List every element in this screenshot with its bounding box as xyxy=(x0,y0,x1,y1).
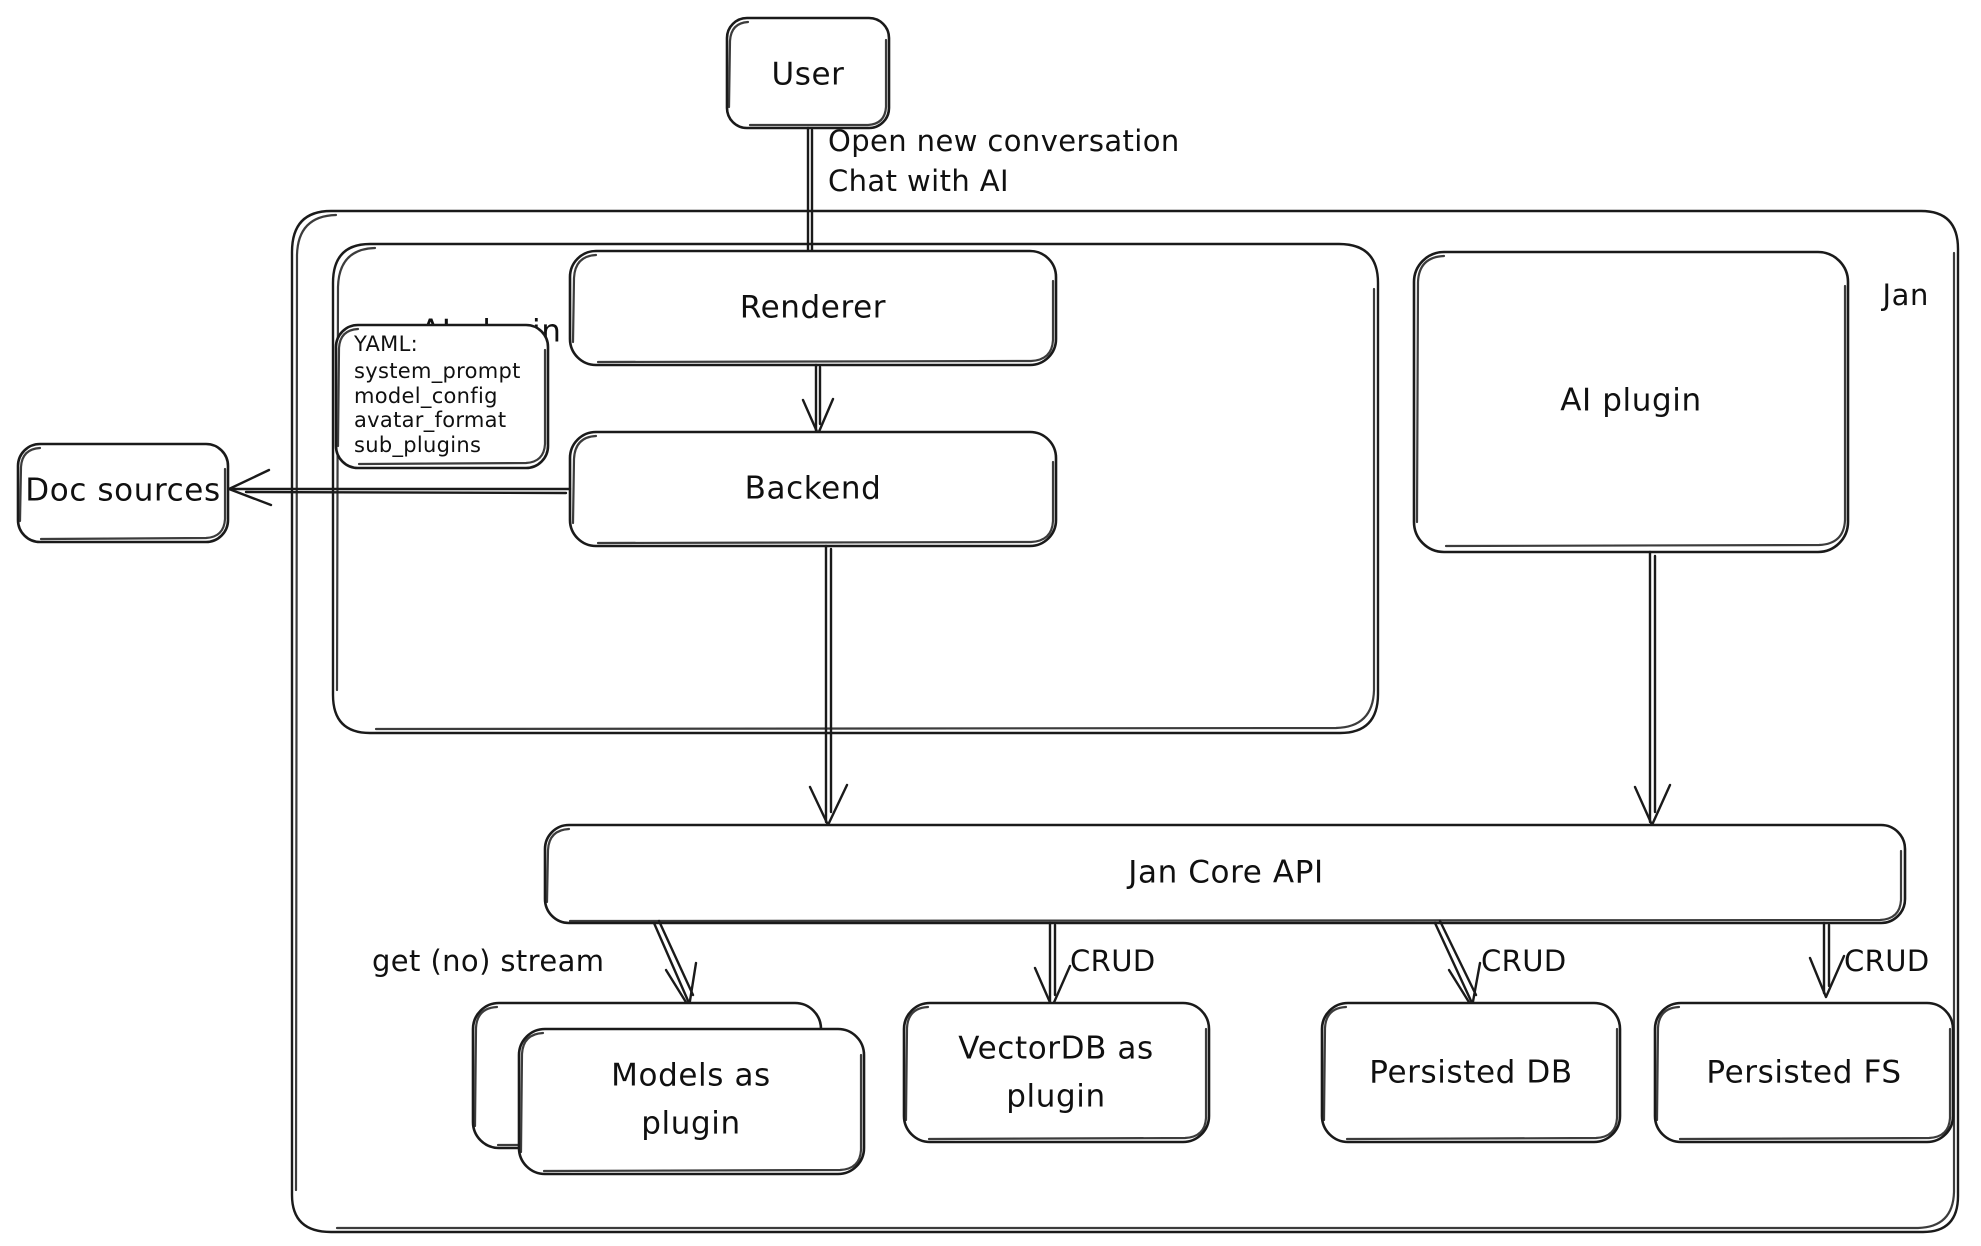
node-persisted-fs[interactable]: Persisted FS xyxy=(1653,1001,1955,1144)
edge-core-to-persisted-fs: CRUD xyxy=(1808,921,1930,999)
edge-label-user-line1: Open new conversation xyxy=(828,124,1180,158)
edge-label-crud-vectordb: CRUD xyxy=(1070,944,1156,978)
node-label-user: User xyxy=(771,57,844,93)
node-doc-sources[interactable]: Doc sources xyxy=(16,442,230,544)
node-label-models-as-plugin-line1: Models as xyxy=(611,1058,771,1094)
node-label-persisted-db: Persisted DB xyxy=(1369,1055,1572,1091)
cluster-jan: Jan xyxy=(290,209,1960,1234)
yaml-item-0: system_prompt xyxy=(354,359,521,384)
node-yaml-config[interactable]: YAML: system_prompt model_config avatar_… xyxy=(334,323,550,470)
edge-label-crud-persisted-db: CRUD xyxy=(1481,944,1567,978)
node-label-ai-plugin-right: AI plugin xyxy=(1560,383,1701,419)
edge-label-user-line2: Chat with AI xyxy=(828,164,1009,198)
node-user[interactable]: User xyxy=(725,16,891,130)
node-backend[interactable]: Backend xyxy=(568,430,1058,548)
node-renderer[interactable]: Renderer xyxy=(568,249,1058,367)
edge-core-to-persisted-db: CRUD xyxy=(1433,919,1567,1009)
node-jan-core-api[interactable]: Jan Core API xyxy=(543,823,1907,925)
edge-core-to-models: get (no) stream xyxy=(372,919,698,1009)
edge-core-to-vectordb: CRUD xyxy=(1033,921,1156,1009)
node-label-backend: Backend xyxy=(745,471,882,507)
edge-renderer-to-backend xyxy=(801,363,835,436)
node-label-renderer: Renderer xyxy=(740,290,886,326)
edge-backend-to-doc-sources xyxy=(227,468,572,507)
yaml-item-1: model_config xyxy=(354,384,498,409)
node-models-as-plugin[interactable]: Models as plugin xyxy=(471,1001,866,1176)
node-vectordb-as-plugin[interactable]: VectorDB as plugin xyxy=(902,1001,1211,1144)
node-persisted-db[interactable]: Persisted DB xyxy=(1320,1001,1622,1144)
cluster-label-jan: Jan xyxy=(1880,278,1929,312)
node-label-doc-sources: Doc sources xyxy=(25,473,220,509)
edge-backend-to-jan-core-api xyxy=(808,544,849,827)
edge-ai-plugin-to-jan-core-api xyxy=(1633,550,1672,827)
node-label-vectordb-as-plugin-line1: VectorDB as xyxy=(958,1031,1154,1067)
node-label-persisted-fs: Persisted FS xyxy=(1706,1055,1901,1091)
edge-label-crud-persisted-fs: CRUD xyxy=(1844,944,1930,978)
node-label-models-as-plugin-line2: plugin xyxy=(641,1106,740,1142)
edge-user-to-renderer: Open new conversation Chat with AI xyxy=(789,124,1180,316)
yaml-item-3: sub_plugins xyxy=(354,433,481,458)
edge-label-get-no-stream: get (no) stream xyxy=(372,944,604,978)
yaml-item-2: avatar_format xyxy=(354,408,506,433)
node-ai-plugin-right[interactable]: AI plugin xyxy=(1412,250,1850,554)
node-label-vectordb-as-plugin-line2: plugin xyxy=(1006,1079,1105,1115)
node-label-jan-core-api: Jan Core API xyxy=(1126,855,1324,891)
yaml-heading: YAML: xyxy=(353,332,418,356)
